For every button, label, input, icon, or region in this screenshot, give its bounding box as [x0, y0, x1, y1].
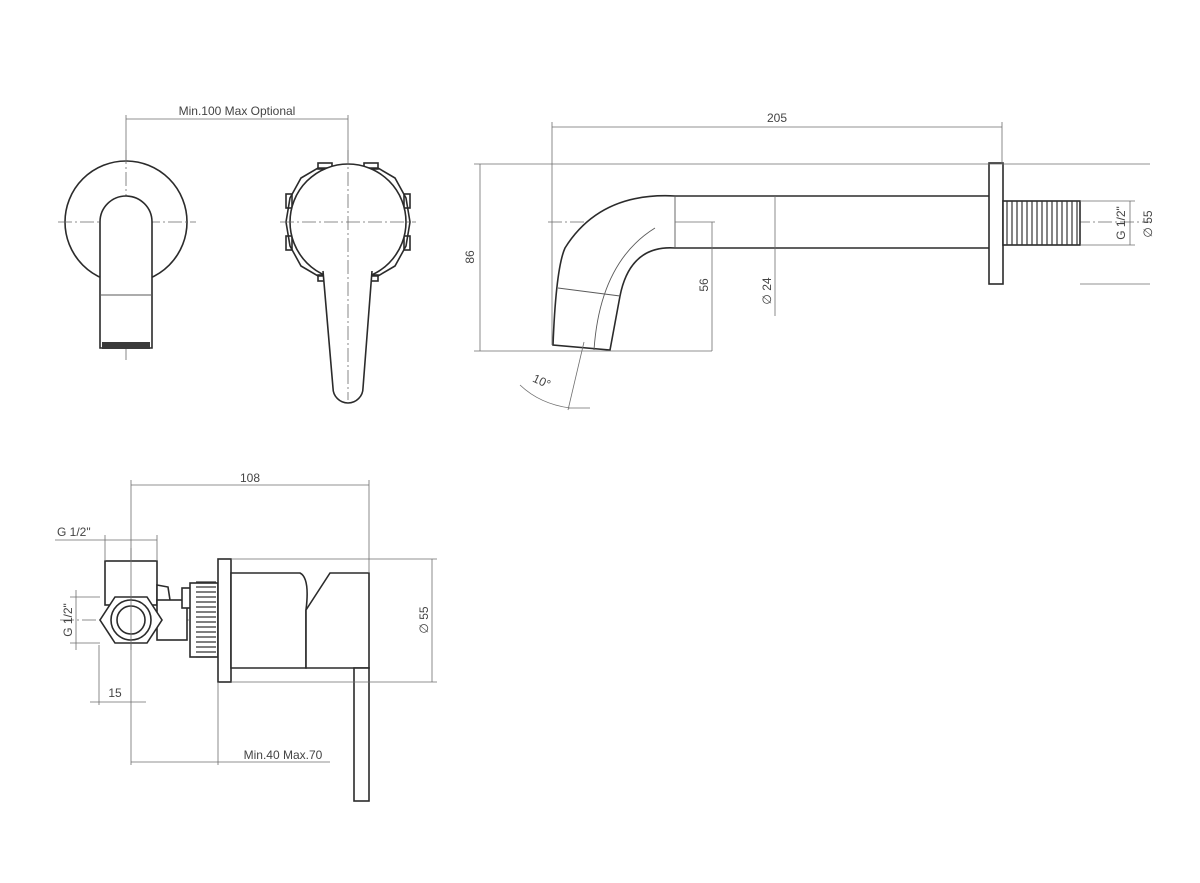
side-thread-label: G 1/2" [61, 603, 75, 637]
height-label: 86 [463, 250, 477, 264]
mixer-side-view: 108 G 1/2" G 1/2" 15 Min.40 Max.70 ∅ 55 [55, 471, 437, 802]
spout-length-label: 205 [767, 111, 787, 125]
mixer-front-view [280, 150, 416, 404]
spout-front-view: Min.100 Max Optional [58, 104, 349, 360]
mixer-flange-diameter-label: ∅ 55 [417, 606, 431, 633]
spacing-dimension-label: Min.100 Max Optional [179, 104, 296, 118]
pipe-diameter-label: ∅ 24 [760, 277, 774, 304]
spout-thread-label: G 1/2" [1114, 206, 1128, 240]
spout-flange-diameter-label: ∅ 55 [1141, 210, 1155, 237]
spout-drop-label: 56 [697, 278, 711, 292]
body-thread [196, 581, 216, 658]
spout-side-view: 205 86 56 ∅ 24 G 1/2" ∅ 55 10° [463, 111, 1155, 411]
wall-range-label: Min.40 Max.70 [244, 748, 323, 762]
spout-thread [1006, 201, 1078, 245]
body-length-label: 108 [240, 471, 260, 485]
angle-label: 10° [531, 371, 554, 391]
offset-label: 15 [108, 686, 122, 700]
top-thread-label: G 1/2" [57, 525, 91, 539]
